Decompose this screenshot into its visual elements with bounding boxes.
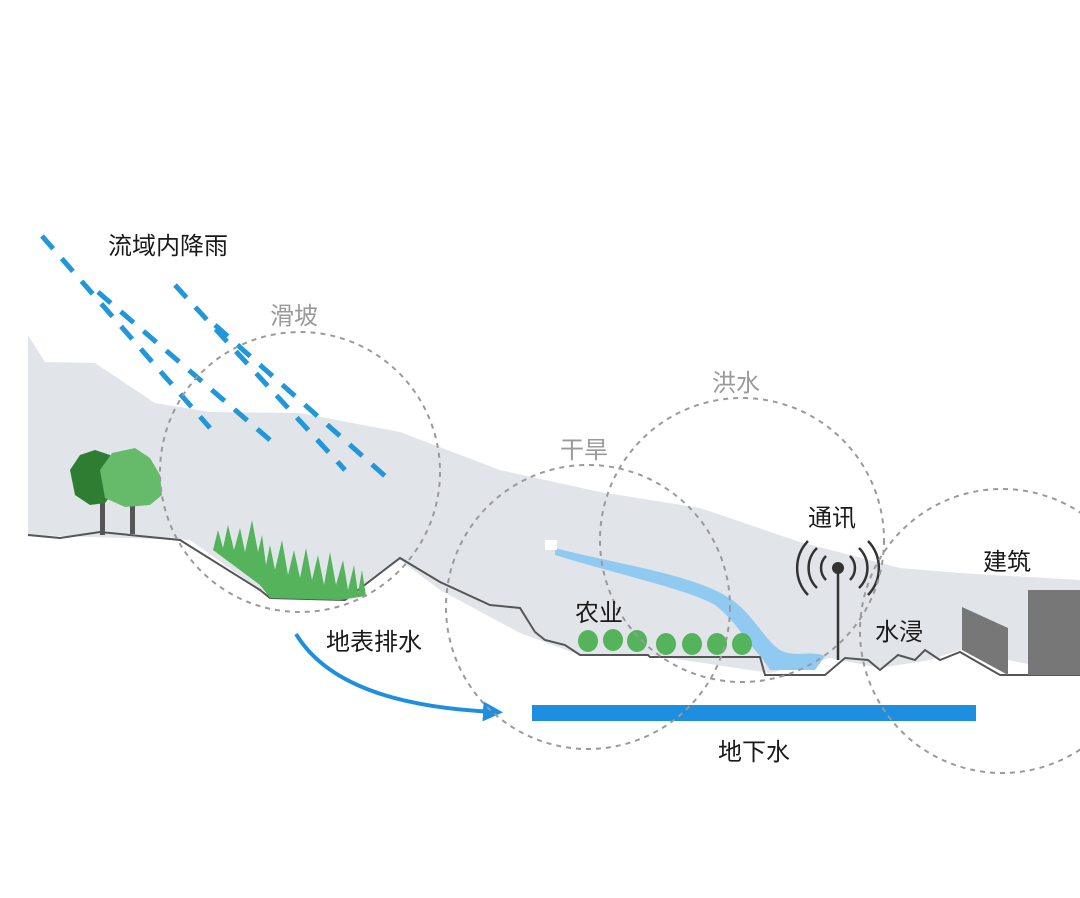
- antenna-icon: [795, 540, 881, 660]
- building-label: 建筑: [983, 548, 1031, 576]
- grass-icon: [213, 520, 366, 600]
- bush-icon: [578, 629, 752, 655]
- groundwater-label: 地下水: [718, 738, 790, 766]
- landslide-zone-circle: [159, 331, 441, 613]
- landslide-label: 滑坡: [270, 302, 318, 330]
- tree-icon: [70, 448, 162, 535]
- river-source: [545, 540, 557, 550]
- waterlogging-label: 水浸: [875, 618, 923, 646]
- communication-label: 通讯: [808, 504, 856, 532]
- rain-line: [213, 323, 387, 478]
- flood-zone-circle: [599, 397, 885, 683]
- flood-label: 洪水: [712, 369, 760, 397]
- rain-line: [40, 234, 212, 430]
- surface-drainage-arrow: [294, 632, 503, 722]
- drought-label: 干旱: [560, 436, 608, 464]
- rain-line: [96, 290, 272, 442]
- ground-line: [27, 530, 1080, 676]
- agriculture-label: 农业: [575, 599, 623, 627]
- river: [555, 548, 825, 670]
- rainfall-label: 流域内降雨: [108, 232, 228, 260]
- rain-line: [173, 283, 347, 472]
- rain: [40, 234, 387, 478]
- building-icon: [962, 590, 1080, 675]
- drought-zone-circle: [445, 464, 731, 750]
- building-zone-circle: [859, 488, 1080, 774]
- groundwater-bar: [532, 705, 976, 721]
- surface-drainage-label: 地表排水: [326, 628, 422, 656]
